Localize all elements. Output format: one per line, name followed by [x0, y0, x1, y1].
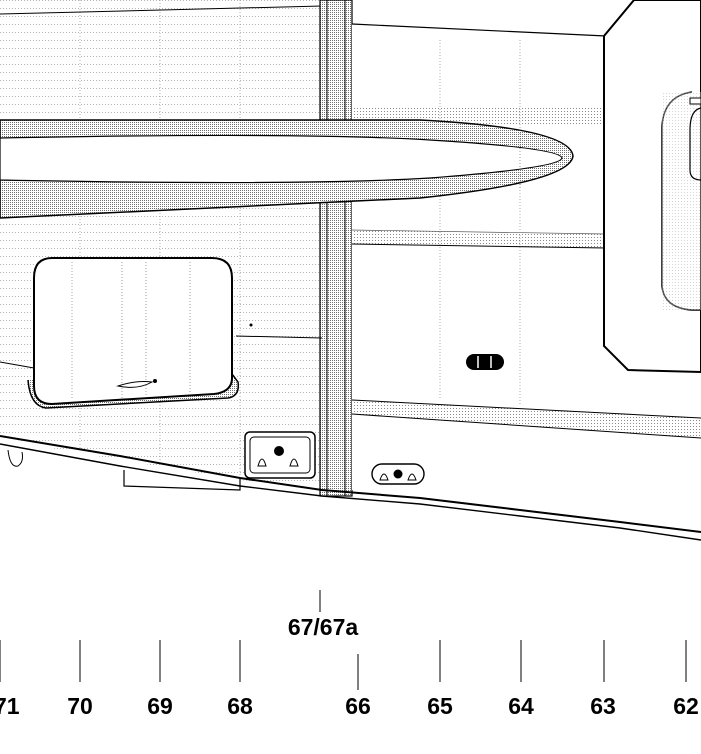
- frame-labels: 71 70 69 68 67/67a 66 65 64 63 62: [0, 614, 699, 719]
- drain-plate-right: [371, 463, 425, 485]
- wing-sponson: [0, 119, 574, 219]
- frame-label-66: 66: [345, 693, 371, 719]
- vent-grille: [466, 354, 504, 370]
- left-fuselage-panel: [0, 0, 323, 488]
- frame-label-71: 71: [0, 693, 20, 719]
- frame-label-64: 64: [508, 693, 534, 719]
- frame-label-67-67a: 67/67a: [288, 614, 359, 640]
- frame-label-65: 65: [427, 693, 453, 719]
- drain-plate-left: [244, 431, 316, 479]
- panel-detail: [0, 323, 323, 369]
- frame-label-69: 69: [147, 693, 173, 719]
- frame-label-70: 70: [67, 693, 93, 719]
- frame-label-68: 68: [227, 693, 253, 719]
- cabin-window: [27, 257, 240, 409]
- frame-label-62: 62: [673, 693, 699, 719]
- frame-label-63: 63: [590, 693, 616, 719]
- access-hatch: [603, 0, 701, 374]
- pillar-frame-67: [319, 0, 353, 497]
- frame-ticks: [0, 590, 687, 690]
- hull-bottom-contour: [0, 435, 701, 541]
